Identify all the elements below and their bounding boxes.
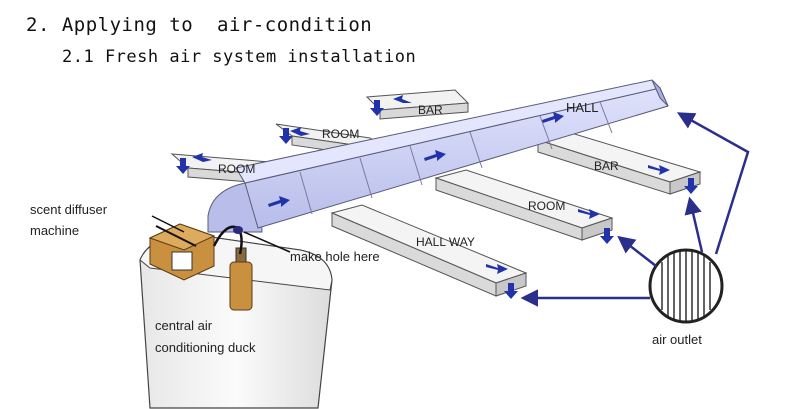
- label-machine: machine: [30, 223, 79, 238]
- airflow-arrow: [279, 128, 293, 144]
- duct-hole: [233, 226, 243, 234]
- label-bar-top: BAR: [418, 103, 443, 117]
- air-outlet: [648, 248, 724, 324]
- branch-duct-hallway: [330, 204, 528, 297]
- section-subheading: 2.1 Fresh air system installation: [62, 47, 417, 67]
- airflow-arrow: [290, 127, 310, 136]
- airflow-arrow: [542, 112, 564, 123]
- airflow-arrow: [648, 165, 670, 175]
- label-room-right: ROOM: [528, 199, 565, 213]
- label-conditioning-duck: conditioning duck: [155, 340, 256, 355]
- airflow-arrows: [176, 95, 698, 299]
- label-hall: HALL: [566, 100, 599, 115]
- airflow-arrow: [486, 264, 508, 274]
- scent-oil-bottle: [229, 247, 253, 311]
- label-make-hole: make hole here: [290, 249, 380, 264]
- label-air-outlet: air outlet: [652, 332, 702, 347]
- branch-duct-room-right: [434, 169, 614, 241]
- branch-duct-bar-right: [536, 131, 702, 195]
- airflow-arrow: [176, 158, 190, 174]
- airflow-arrow: [192, 153, 212, 162]
- airflow-arrow: [684, 178, 698, 194]
- label-hallway: HALL WAY: [416, 235, 475, 249]
- scent-diffuser-pointer: [151, 215, 185, 233]
- label-bar-right: BAR: [594, 159, 619, 173]
- airflow-arrow: [370, 100, 384, 116]
- label-room-left: ROOM: [218, 162, 255, 176]
- section-heading: 2. Applying to air-condition: [26, 14, 373, 36]
- make-hole-pointer: [243, 231, 291, 253]
- outlet-connector-lines: [520, 112, 750, 307]
- label-scent-diffuser: scent diffuser: [30, 202, 108, 217]
- label-room-top-left: ROOM: [322, 127, 359, 141]
- airflow-arrow: [504, 283, 518, 299]
- airflow-arrow: [600, 228, 614, 244]
- airflow-arrow: [268, 196, 290, 207]
- scent-diffuser-machine: [148, 223, 216, 281]
- airflow-arrow: [578, 209, 600, 219]
- airflow-arrow: [393, 95, 412, 103]
- airflow-arrow: [424, 150, 446, 161]
- label-central-air: central air: [155, 318, 213, 333]
- main-duct: [207, 79, 669, 233]
